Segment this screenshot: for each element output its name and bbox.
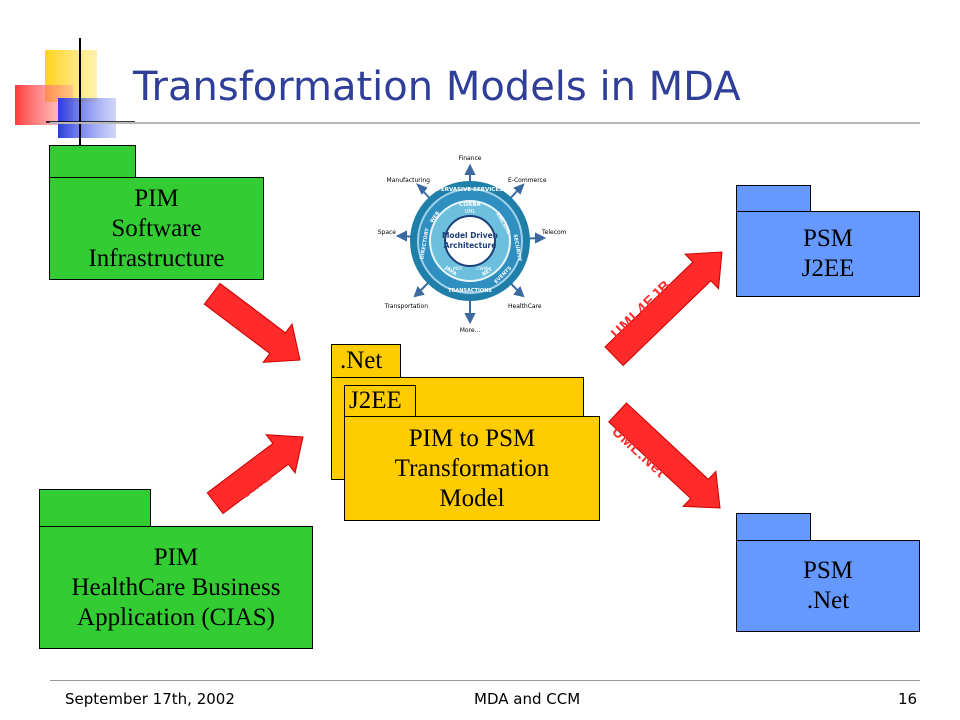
footer-divider [50,680,920,681]
sector-label: Manufacturing [387,177,431,184]
sector-label: Telecom [541,229,567,236]
net-tab: .Net [331,344,401,378]
sector-label: Transportation [384,303,429,310]
uml-bottom-arrow [206,434,304,515]
sector-label: Finance [459,155,482,162]
j2ee-tab: J2EE [344,385,416,417]
package-line: Application (CIAS) [77,603,275,631]
mda-logo: Model Driven Architecture PERVASIVE SERV… [378,155,567,334]
uml-net-arrow [608,402,721,509]
package-body: PIM HealthCare Business Application (CIA… [39,526,313,649]
footer-date: September 17th, 2002 [65,690,235,708]
sector-label: HealthCare [508,303,542,310]
package-line: J2EE [801,255,855,282]
footer-center: MDA and CCM [474,690,581,708]
package-body: PSM J2EE [736,211,920,297]
ring-word: NET [481,266,494,278]
footer-page-number: 16 [898,690,918,708]
ring-word: CWM [476,266,488,272]
package-body: PIM Software Infrastructure [49,177,264,280]
sector-label: Space [378,229,397,236]
ring-word: PERVASIVE SERVICES [437,187,503,193]
sector-label: E-Commerce [508,177,547,184]
mda-center-title-1: Model Driven [442,231,498,240]
package-line: PSM [802,225,854,252]
ring-word: CORBA [459,202,481,208]
package-line: .Net [806,587,850,614]
slide-title: Transformation Models in MDA [133,64,741,110]
ring-word: MOF [453,266,463,272]
transform-line: PIM to PSM [408,424,536,452]
sector-label: More... [460,327,481,334]
ring-word: UML [465,209,476,215]
package-line: Infrastructure [88,244,225,272]
package-line: PIM [153,543,199,571]
package-line: Software [111,214,202,242]
package-tab [39,489,151,527]
package-body: PSM .Net [736,540,920,632]
transform-line: Transformation [394,454,550,482]
j2ee-tab-label: J2EE [349,387,402,414]
uml-top-arrow [203,282,301,363]
title-divider [50,122,920,124]
ring-word: DIRECTORY [419,227,430,260]
net-tab-label: .Net [340,347,383,374]
package-line: PSM [802,557,854,584]
package-line: PIM [134,184,179,212]
transform-front-body: PIM to PSM Transformation Model [344,416,600,521]
ring-word: SECURITY [512,234,523,262]
mda-center-title-2: Architecture [444,241,497,250]
uml4ejb-arrow [604,251,723,367]
transform-line: Model [439,484,505,512]
ring-word: TRANSACTIONS [448,288,492,294]
package-line: HealthCare Business [71,573,281,601]
